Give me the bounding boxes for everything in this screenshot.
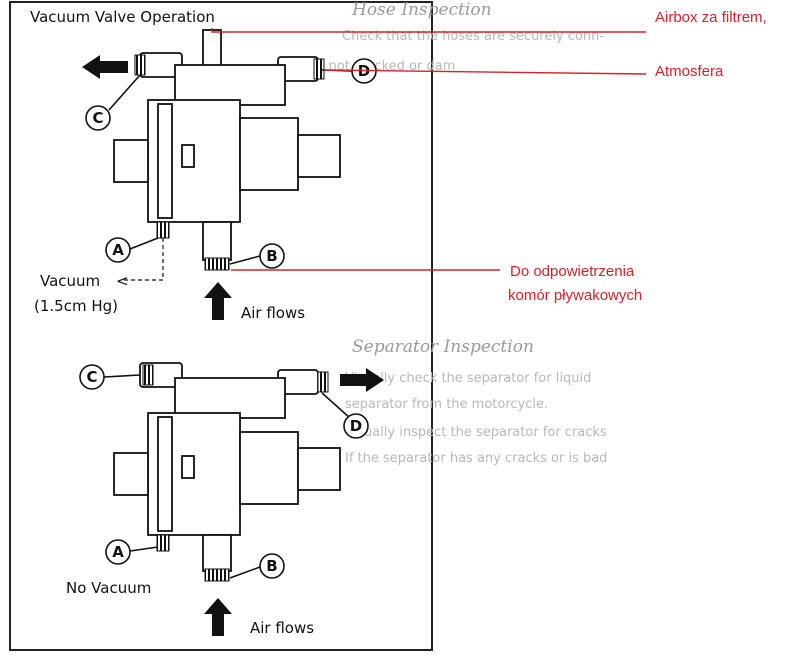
bottom-label-a: A (105, 539, 159, 565)
top-valve-clamp-bar (157, 103, 173, 219)
label-b2-text: B (266, 557, 277, 575)
bottom-valve-outlet-b-hatch (204, 568, 230, 582)
bg-sep-line1: Visually check the separator for liquid (345, 371, 591, 386)
bottom-valve-tab (181, 455, 195, 479)
leader-c (108, 74, 141, 111)
bottom-label-d: D (321, 392, 369, 439)
label-a2-text: A (112, 543, 124, 561)
top-left-flow-arrow (82, 55, 128, 79)
bottom-valve-upper-body (174, 377, 286, 419)
top-valve-outlet-b (202, 221, 232, 261)
bg-sep-line3: Visually inspect the separator for crack… (345, 425, 607, 440)
leader-b (229, 255, 261, 265)
label-c2-text: C (86, 368, 97, 386)
bg-hose-line1: Check that the hoses are securely conn- (342, 29, 604, 44)
bg-hose-inspection: Hose Inspection (351, 0, 492, 20)
circle-c2 (79, 364, 105, 390)
leader-c2 (103, 374, 141, 378)
arrow-left-shape (82, 55, 128, 79)
bottom-valve-right-chamber (239, 431, 299, 505)
top-air-flows: Air flows (241, 304, 305, 322)
annotation-atmosfera: Atmosfera (323, 63, 724, 80)
bottom-valve-fitting-a (156, 534, 170, 552)
annotation-do-odpowietrzenia: Do odpowietrzenia komór pływakowych (231, 263, 642, 304)
bottom-airflow-arrow (204, 598, 232, 636)
bottom-valve-clamp-bar (157, 416, 173, 532)
top-valve-right-chamber (239, 117, 299, 191)
page-title: Vacuum Valve Operation (30, 8, 215, 26)
vacuum-value: (1.5cm Hg) (34, 297, 118, 315)
bottom-label-b: B (229, 553, 285, 579)
top-valve-left-tube (113, 139, 149, 183)
bottom-label-c: C (79, 364, 141, 390)
background-text: Hose Inspection Check that the hoses are… (300, 0, 607, 466)
bg-separator-heading: Separator Inspection (352, 337, 534, 357)
top-airflow-arrow (204, 282, 232, 320)
annotation-atmosfera-text: Atmosfera (655, 63, 724, 80)
bottom-valve-port-c-hatch (142, 364, 154, 386)
circle-d2 (343, 413, 369, 439)
bg-sep-line2: separator from the motorcycle. (345, 397, 548, 412)
vacuum-label: Vacuum (40, 272, 100, 290)
bottom-air-flows: Air flows (250, 619, 314, 637)
vacuum-dashed-line (122, 238, 164, 281)
top-valve-upper-body (174, 64, 286, 106)
circle-c (85, 105, 111, 131)
circle-a (105, 237, 131, 263)
vacuum-arrowhead: < (116, 272, 129, 290)
arrow-right-shape (340, 368, 384, 392)
top-valve-port-d-hatch (313, 58, 325, 80)
bottom-valve-left-tube (113, 452, 149, 496)
bottom-right-flow-arrow (340, 368, 384, 392)
top-valve (113, 29, 341, 271)
top-label-c: C (85, 74, 141, 131)
circle-a2 (105, 539, 131, 565)
top-valve-right-tube (297, 134, 341, 178)
label-a-text: A (112, 241, 124, 259)
bottom-valve-port-d-hatch (317, 371, 329, 393)
top-valve-fitting-a (156, 221, 170, 239)
top-valve-tab (181, 144, 195, 168)
annotation-airbox-line (211, 28, 646, 33)
annotation-airbox-text: Airbox za filtrem, (655, 9, 767, 26)
circle-b (259, 243, 285, 269)
arrow-up-shape (204, 282, 232, 320)
arrow-up-shape-2 (204, 598, 232, 636)
circle-b2 (259, 553, 285, 579)
top-valve-outlet-b-hatch (204, 257, 230, 271)
leader-d2 (321, 392, 351, 419)
annotation-airbox: Airbox za filtrem, (211, 9, 767, 33)
no-vacuum-label: No Vacuum (66, 579, 151, 597)
top-valve-port-c-hatch (134, 54, 146, 76)
leader-b2 (229, 566, 261, 579)
annotation-do-line1: Do odpowietrzenia (510, 263, 635, 280)
annotation-atmosfera-line (323, 69, 647, 75)
label-b-text: B (266, 247, 277, 265)
top-label-a: A (105, 237, 159, 263)
bg-sep-line4: If the separator has any cracks or is ba… (345, 451, 607, 466)
leader-a2 (129, 546, 159, 552)
annotation-do-line2: komór pływakowych (508, 287, 642, 304)
top-label-b: B (229, 243, 285, 269)
label-c-text: C (92, 109, 103, 127)
bottom-valve (113, 362, 341, 582)
leader-a (129, 237, 159, 250)
bottom-valve-outlet-b (202, 534, 232, 572)
bottom-valve-right-tube (297, 447, 341, 491)
label-d2-text: D (350, 417, 362, 435)
